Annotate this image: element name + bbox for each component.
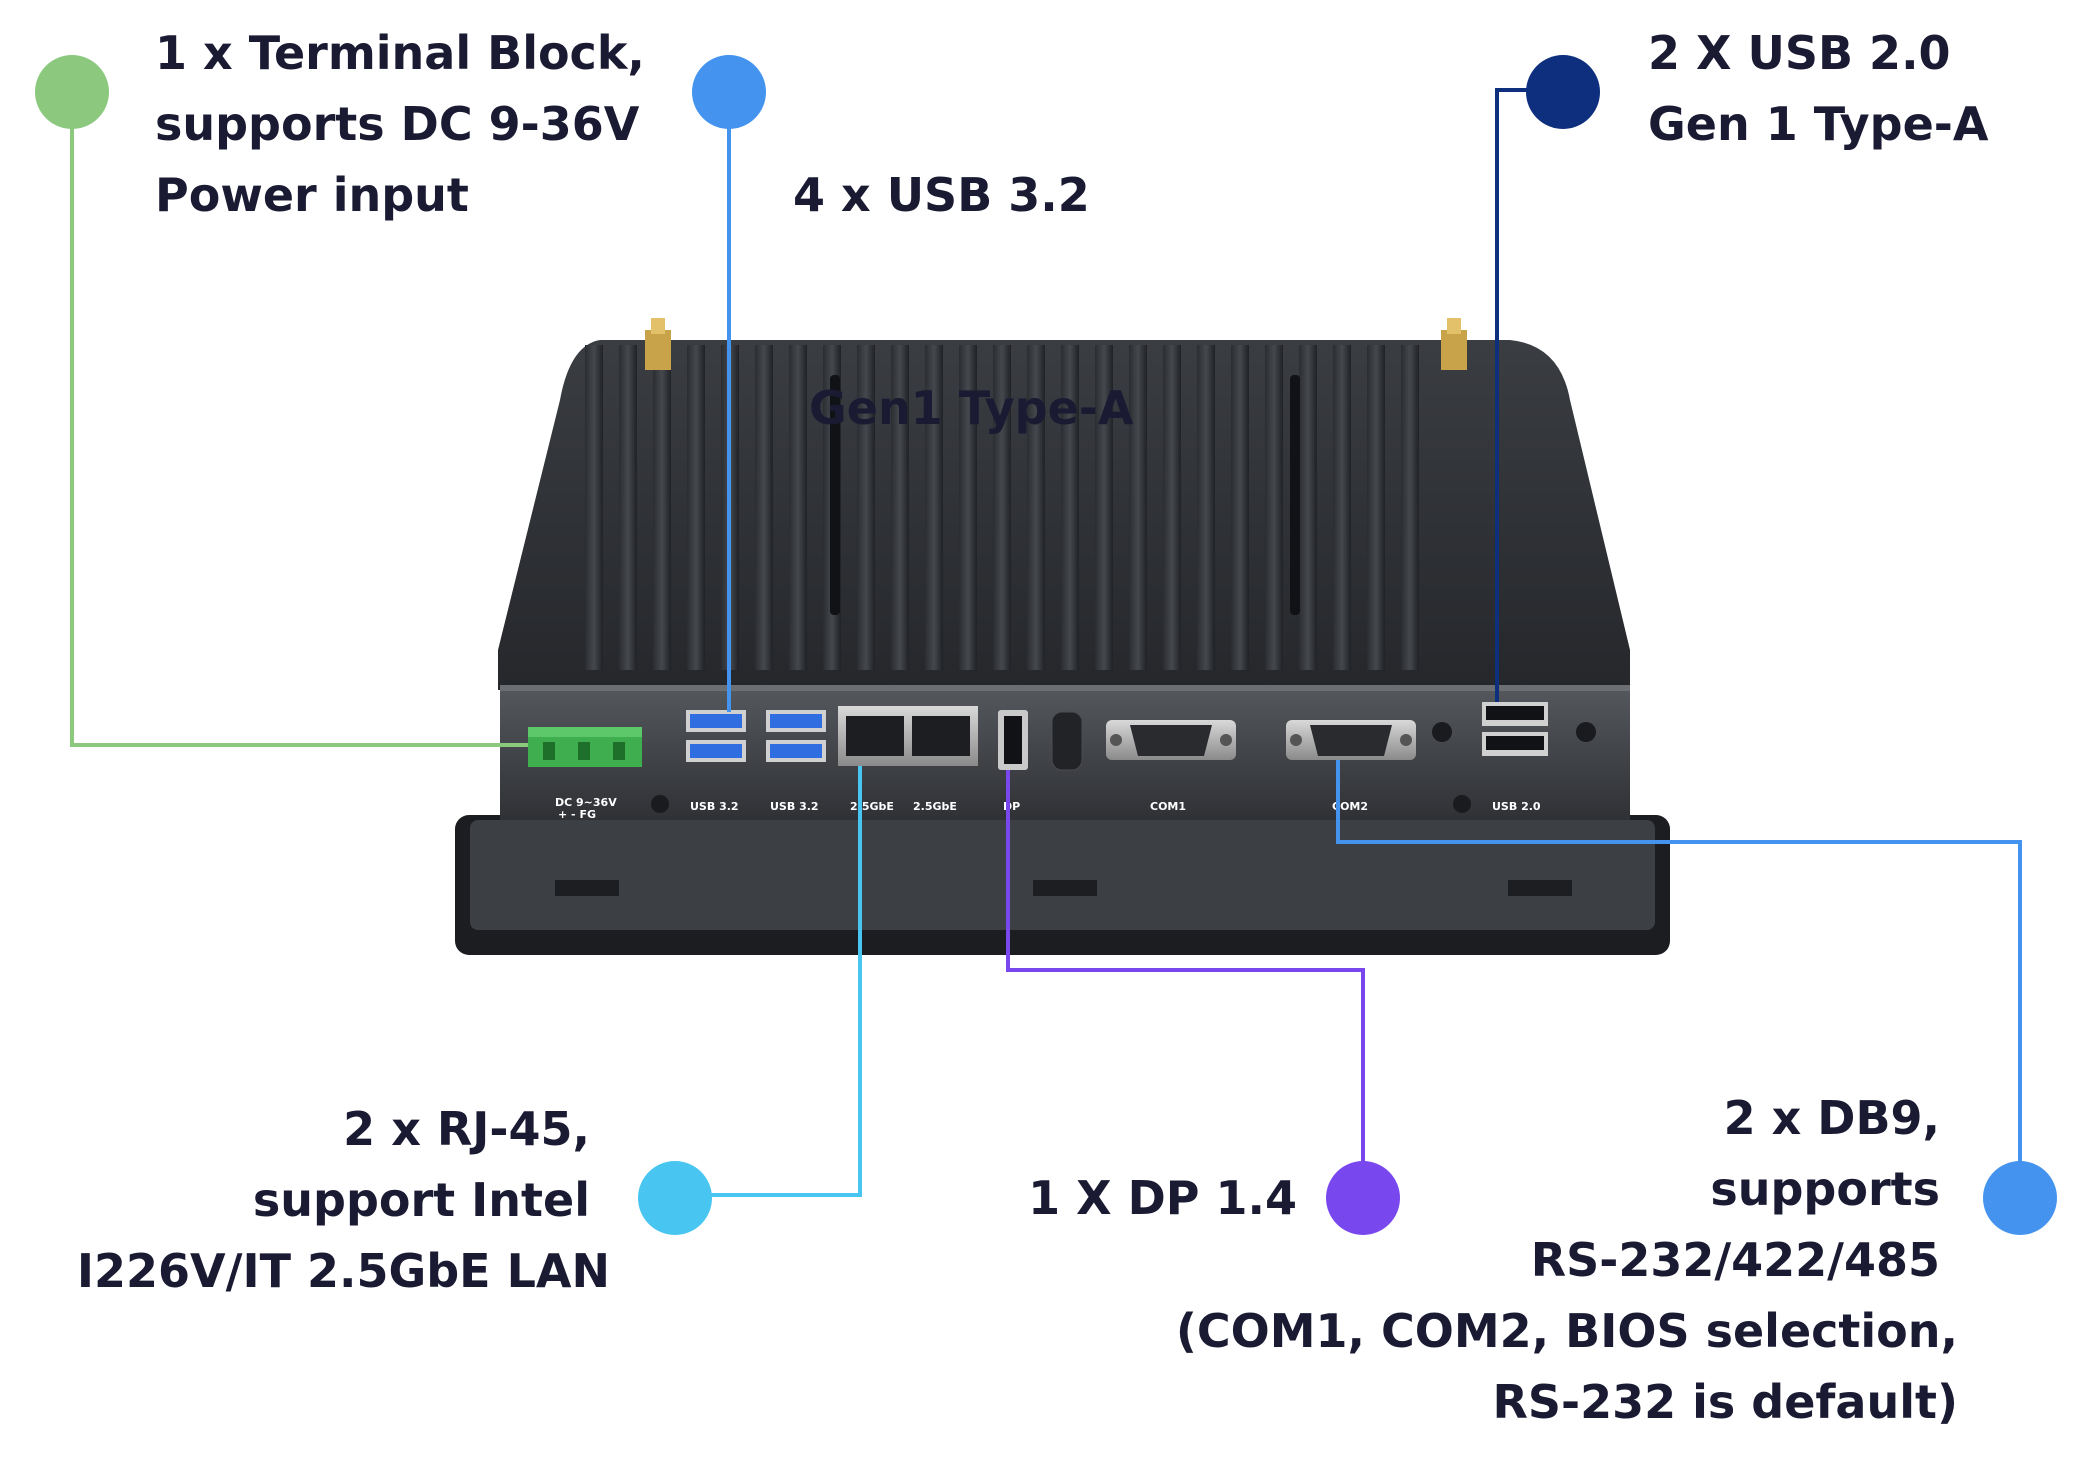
heatsink-fin <box>925 345 943 670</box>
db9-callout-dot <box>1983 1161 2057 1235</box>
heatsink-fin <box>1333 345 1351 670</box>
db9-callout-line: RS-232 is default) <box>1492 1375 1958 1429</box>
usb32-callout-line: 4 x USB 3.2 <box>793 168 1090 222</box>
heatsink-fin <box>1231 345 1249 670</box>
dp-callout-label: 1 X DP 1.4 <box>1028 1163 1297 1234</box>
heatsink-fin <box>789 345 807 670</box>
db9-callout-line: RS-232/422/485 <box>1530 1233 1940 1287</box>
heatsink-fin <box>1299 345 1317 670</box>
dc-label: DC 9~36V <box>555 796 617 809</box>
heatsink-fin <box>1367 345 1385 670</box>
lan-label-a: 2.5GbE <box>850 800 894 813</box>
clip <box>555 880 619 896</box>
usb20-ports <box>1482 702 1548 756</box>
heatsink-fin <box>1129 345 1147 670</box>
heatsink-fin <box>619 345 637 670</box>
heatsink-fin <box>1061 345 1079 670</box>
power-callout-label: 1 x Terminal Block, supports DC 9-36V Po… <box>155 18 645 231</box>
power-callout-line: Power input <box>155 168 469 222</box>
heatsink-fin <box>585 345 603 670</box>
com1-label: COM1 <box>1150 800 1186 813</box>
screw <box>1576 722 1596 742</box>
usb20-callout-dot <box>1526 55 1600 129</box>
lan-callout-line: support Intel <box>252 1173 590 1227</box>
antenna-connector-right <box>1441 318 1467 370</box>
dp-port <box>998 710 1028 770</box>
usb20-callout-label: 2 X USB 2.0 Gen 1 Type-A <box>1648 18 1988 160</box>
heatsink-fin <box>687 345 705 670</box>
port-cover <box>1051 711 1083 771</box>
clip <box>1033 880 1097 896</box>
lan-leader-line <box>675 766 862 1197</box>
heatsink-fin <box>1197 345 1215 670</box>
com2-port <box>1286 720 1416 760</box>
dp-callout-dot <box>1326 1161 1400 1235</box>
screw <box>651 795 669 813</box>
db9-callout-line: (COM1, COM2, BIOS selection, <box>1175 1304 1958 1358</box>
heatsink-fin <box>1401 345 1419 670</box>
heatsink-fin <box>1095 345 1113 670</box>
lan-callout-label: 2 x RJ-45, support Intel I226V/IT 2.5GbE… <box>77 1094 610 1307</box>
heatsink-fin <box>1265 345 1283 670</box>
heatsink-fin <box>1163 345 1181 670</box>
heatsink-fin <box>891 345 909 670</box>
lan-callout-line: 2 x RJ-45, <box>343 1102 590 1156</box>
db9-leader-line <box>1336 760 2022 1197</box>
usb20-callout-line: 2 X USB 2.0 <box>1648 26 1951 80</box>
usb32-callout-line: Gen1 Type-A <box>793 381 1134 435</box>
heatsink-fin <box>857 345 875 670</box>
terminal-block-port <box>528 727 642 767</box>
power-callout-line: supports DC 9-36V <box>155 97 640 151</box>
usb32-label-b: USB 3.2 <box>770 800 819 813</box>
usb20-callout-line: Gen 1 Type-A <box>1648 97 1989 151</box>
heatsink-fin <box>959 345 977 670</box>
usb32-label-a: USB 3.2 <box>690 800 739 813</box>
power-leader-line <box>70 90 528 747</box>
dp-callout-line: 1 X DP 1.4 <box>1028 1171 1297 1225</box>
dp-leader-line <box>1006 770 1365 1197</box>
screw <box>1432 722 1452 742</box>
lan-label-b: 2.5GbE <box>913 800 957 813</box>
heatsink-fin <box>755 345 773 670</box>
com1-port <box>1106 720 1236 760</box>
usb20-label: USB 2.0 <box>1492 800 1541 813</box>
power-callout-dot <box>35 55 109 129</box>
heatsink-slots <box>830 375 1300 615</box>
dc-pins-label: + - FG <box>558 808 596 821</box>
heatsink-fin <box>1027 345 1045 670</box>
db9-callout-line: 2 x DB9, <box>1723 1091 1940 1145</box>
power-callout-line: 1 x Terminal Block, <box>155 26 645 80</box>
db9-callout-line: supports <box>1710 1162 1940 1216</box>
usb32-callout-dot <box>692 55 766 129</box>
rj45-ports <box>838 706 978 766</box>
usb32-ports <box>686 710 826 762</box>
com2-label: COM2 <box>1332 800 1368 813</box>
usb32-callout-label: 4 x USB 3.2 Gen1 Type-A <box>793 18 1133 586</box>
antenna-connector-left <box>645 318 671 370</box>
heatsink-fin <box>993 345 1011 670</box>
lan-callout-dot <box>638 1161 712 1235</box>
screw <box>1453 795 1471 813</box>
heatsink-fin <box>653 345 671 670</box>
heatsink-fins <box>585 345 1419 670</box>
lan-callout-line: I226V/IT 2.5GbE LAN <box>76 1244 610 1298</box>
db9-callout-label: 2 x DB9, supports RS-232/422/485 (COM1, … <box>1176 1083 1958 1438</box>
clip <box>1508 880 1572 896</box>
dp-label: DP <box>1003 800 1020 813</box>
